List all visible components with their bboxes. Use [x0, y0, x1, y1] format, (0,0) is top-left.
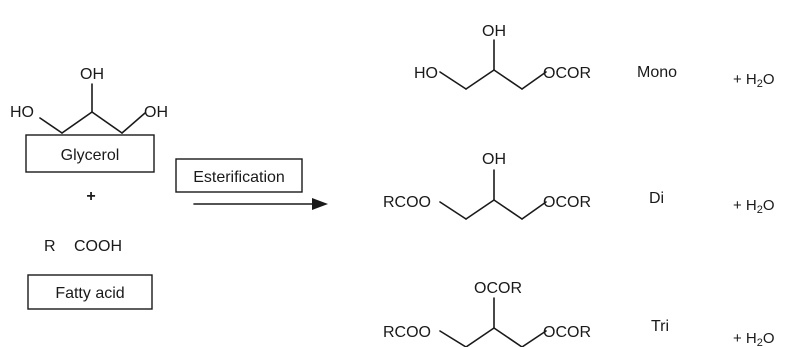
reactant-plus: + — [86, 188, 95, 205]
glycerol-oh-right: OH — [144, 104, 168, 121]
tri-group-right: OCOR — [543, 324, 591, 341]
mono-name: Mono — [637, 64, 677, 81]
di-group-top: OH — [482, 151, 506, 168]
product-tri: OCOR RCOO OCOR Tri + H2O — [383, 280, 775, 347]
di-name: Di — [649, 190, 664, 207]
tri-group-top: OCOR — [474, 280, 522, 297]
tri-byproduct: + H2O — [733, 330, 775, 347]
glycerol-structure: OH HO OH Glycerol — [10, 66, 168, 173]
product-di: OH RCOO OCOR Di + H2O — [383, 151, 775, 220]
glycerol-oh-top: OH — [80, 66, 104, 83]
fatty-acid-box — [27, 274, 153, 310]
mono-group-right: OCOR — [543, 65, 591, 82]
esterification-label-box — [175, 158, 303, 193]
fatty-acid-cooh: COOH — [74, 238, 122, 255]
glycerol-box — [25, 134, 155, 173]
glycerol-bond-ho-left — [39, 117, 63, 134]
glycerol-bond-center-right — [91, 111, 123, 134]
glycerol-bond-left-lower — [61, 111, 93, 134]
di-bond-2 — [465, 199, 495, 220]
tri-group-left: RCOO — [383, 324, 431, 341]
fatty-acid-r: R — [44, 238, 56, 255]
arrow-head — [312, 198, 328, 210]
glycerol-box-label: Glycerol — [61, 147, 120, 164]
glycerol-ho-left: HO — [10, 104, 34, 121]
product-mono: OH HO OCOR Mono + H2O — [414, 23, 775, 90]
esterification-arrow: Esterification — [175, 158, 328, 210]
tri-bond-4 — [493, 327, 523, 347]
di-bond-5 — [521, 201, 547, 220]
di-bond-1 — [439, 201, 467, 220]
mono-group-left: HO — [414, 65, 438, 82]
tri-bond-5 — [521, 330, 547, 347]
esterification-label: Esterification — [193, 169, 285, 186]
mono-bond-5 — [521, 71, 547, 90]
tri-bond-1 — [439, 330, 467, 347]
di-group-right: OCOR — [543, 194, 591, 211]
tri-bond-2 — [465, 327, 495, 347]
mono-bond-1 — [439, 71, 467, 90]
glycerol-bond-right-up — [121, 112, 146, 134]
mono-group-top: OH — [482, 23, 506, 40]
di-group-left: RCOO — [383, 194, 431, 211]
mono-bond-2 — [465, 69, 495, 90]
di-bond-4 — [493, 199, 523, 220]
fatty-acid-box-label: Fatty acid — [55, 285, 124, 302]
mono-bond-4 — [493, 69, 523, 90]
tri-name: Tri — [651, 318, 669, 335]
mono-byproduct: + H2O — [733, 71, 775, 90]
fatty-acid-structure: R COOH Fatty acid — [27, 238, 153, 310]
di-byproduct: + H2O — [733, 197, 775, 216]
